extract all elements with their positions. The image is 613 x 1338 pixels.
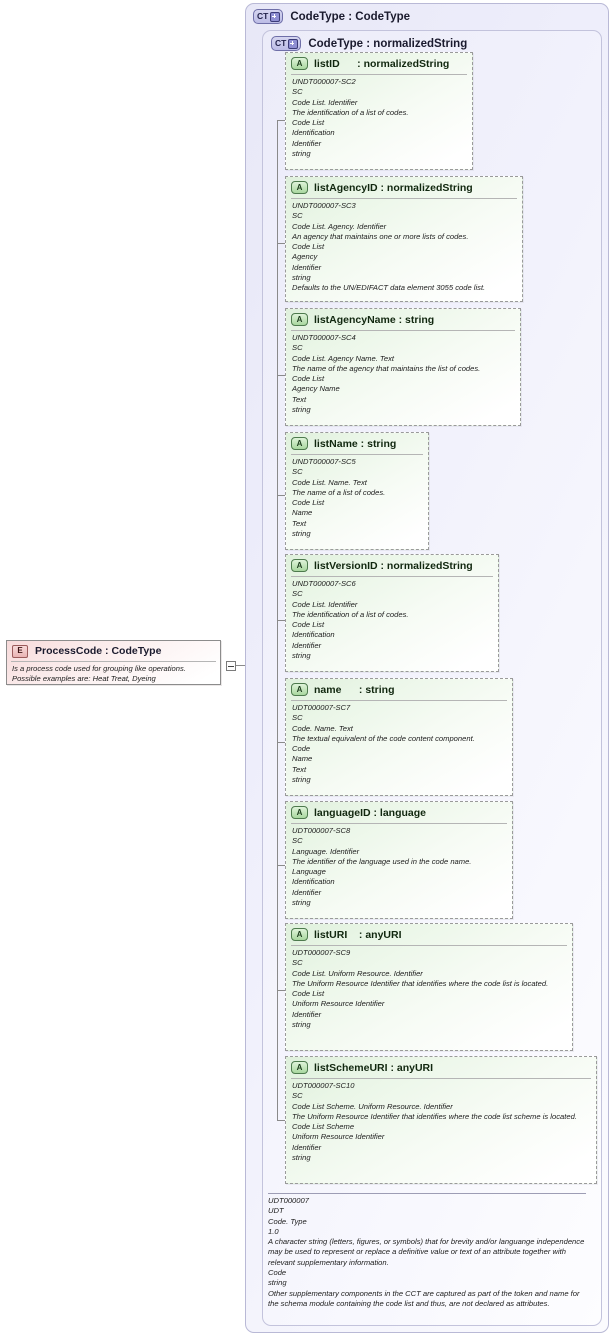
plus-icon[interactable] — [270, 11, 281, 22]
attribute-title: listID : normalizedString — [314, 57, 450, 70]
connector-stub — [277, 375, 287, 376]
connector-stub — [277, 243, 287, 244]
complex-type-icon-label: CT — [257, 11, 269, 22]
attribute-title: name : string — [314, 683, 395, 696]
connector-stub — [277, 865, 287, 866]
element-icon: E — [12, 644, 28, 658]
type-documentation: UDT000007 UDT Code. Type 1.0 A character… — [268, 1196, 585, 1308]
element-annotation: Is a process code used for grouping like… — [12, 664, 186, 684]
attribute-annotation: UNDT000007-SC4 SC Code List. Agency Name… — [292, 333, 481, 415]
attribute-title: listAgencyID : normalizedString — [314, 181, 473, 194]
attribute-header: A listVersionID : normalizedString — [286, 555, 498, 576]
attribute-title: languageID : language — [314, 806, 427, 819]
attribute-box[interactable]: A listAgencyName : string UNDT000007-SC4… — [285, 308, 521, 426]
connector-element-to-type — [236, 665, 247, 666]
attribute-box[interactable]: A listSchemeURI : anyURI UDT000007-SC10 … — [285, 1056, 597, 1184]
element-header: E ProcessCode : CodeType — [7, 641, 220, 661]
attribute-annotation: UDT000007-SC10 SC Code List Scheme. Unif… — [292, 1081, 577, 1163]
attribute-annotation: UDT000007-SC9 SC Code List. Uniform Reso… — [292, 948, 549, 1030]
attribute-icon: A — [291, 57, 308, 70]
attribute-header: A listName : string — [286, 433, 428, 454]
attribute-header: A languageID : language — [286, 802, 512, 823]
complex-type-icon[interactable]: CT — [253, 9, 284, 24]
complex-type-icon[interactable]: CT — [271, 36, 302, 51]
attribute-box[interactable]: A listAgencyID : normalizedString UNDT00… — [285, 176, 523, 302]
connector-stub — [277, 990, 287, 991]
attribute-annotation: UDT000007-SC8 SC Language. Identifier Th… — [292, 826, 472, 908]
attribute-annotation: UDT000007-SC7 SC Code. Name. Text The te… — [292, 703, 475, 785]
attribute-title: listURI : anyURI — [314, 928, 402, 941]
connector-stub — [277, 120, 287, 121]
attribute-box[interactable]: A listVersionID : normalizedString UNDT0… — [285, 554, 499, 672]
expand-collapse-toggle[interactable] — [226, 661, 236, 671]
attribute-icon: A — [291, 1061, 308, 1074]
attribute-icon: A — [291, 313, 308, 326]
attribute-header: A listSchemeURI : anyURI — [286, 1057, 596, 1078]
attribute-title: listSchemeURI : anyURI — [314, 1061, 434, 1074]
attribute-divider — [291, 198, 517, 199]
attribute-icon: A — [291, 928, 308, 941]
attribute-box[interactable]: A listURI : anyURI UDT000007-SC9 SC Code… — [285, 923, 573, 1051]
attribute-header: A listURI : anyURI — [286, 924, 572, 945]
complex-type-inner-header: CT CodeType : normalizedString — [271, 36, 467, 51]
element-title: ProcessCode : CodeType — [35, 645, 162, 657]
attribute-box[interactable]: A listID : normalizedString UNDT000007-S… — [285, 52, 473, 170]
attribute-header: A name : string — [286, 679, 512, 700]
attribute-title: listVersionID : normalizedString — [314, 559, 473, 572]
attribute-annotation: UNDT000007-SC5 SC Code List. Name. Text … — [292, 457, 386, 539]
complex-type-icon-label: CT — [275, 38, 287, 49]
attribute-annotation: UNDT000007-SC2 SC Code List. Identifier … — [292, 77, 409, 159]
attribute-divider — [291, 330, 515, 331]
attribute-annotation: UNDT000007-SC3 SC Code List. Agency. Ide… — [292, 201, 486, 293]
attribute-divider — [291, 1078, 591, 1079]
attribute-divider — [291, 576, 493, 577]
attribute-box[interactable]: A languageID : language UDT000007-SC8 SC… — [285, 801, 513, 919]
attribute-icon: A — [291, 181, 308, 194]
complex-type-inner-title: CodeType : normalizedString — [308, 37, 468, 50]
attribute-divider — [291, 74, 467, 75]
connector-stub — [277, 742, 287, 743]
attribute-divider — [291, 700, 507, 701]
attribute-divider — [291, 823, 507, 824]
attribute-header: A listAgencyID : normalizedString — [286, 177, 522, 198]
attribute-icon: A — [291, 559, 308, 572]
attribute-icon: A — [291, 437, 308, 450]
documentation-divider — [268, 1193, 586, 1194]
complex-type-outer-title: CodeType : CodeType — [290, 10, 411, 23]
connector-stub — [277, 1120, 287, 1121]
complex-type-outer-header: CT CodeType : CodeType — [253, 9, 410, 24]
attribute-title: listName : string — [314, 437, 397, 450]
connector-stub — [277, 495, 287, 496]
plus-icon[interactable] — [288, 38, 299, 49]
attribute-divider — [291, 454, 423, 455]
attribute-icon: A — [291, 683, 308, 696]
element-process-code[interactable]: E ProcessCode : CodeType Is a process co… — [6, 640, 221, 685]
attribute-header: A listID : normalizedString — [286, 53, 472, 74]
attribute-box[interactable]: A listName : string UNDT000007-SC5 SC Co… — [285, 432, 429, 550]
attribute-icon: A — [291, 806, 308, 819]
connector-stub — [277, 620, 287, 621]
attribute-annotation: UNDT000007-SC6 SC Code List. Identifier … — [292, 579, 409, 661]
attribute-header: A listAgencyName : string — [286, 309, 520, 330]
attribute-divider — [291, 945, 567, 946]
attribute-box[interactable]: A name : string UDT000007-SC7 SC Code. N… — [285, 678, 513, 796]
element-divider — [11, 661, 216, 662]
attribute-title: listAgencyName : string — [314, 313, 435, 326]
